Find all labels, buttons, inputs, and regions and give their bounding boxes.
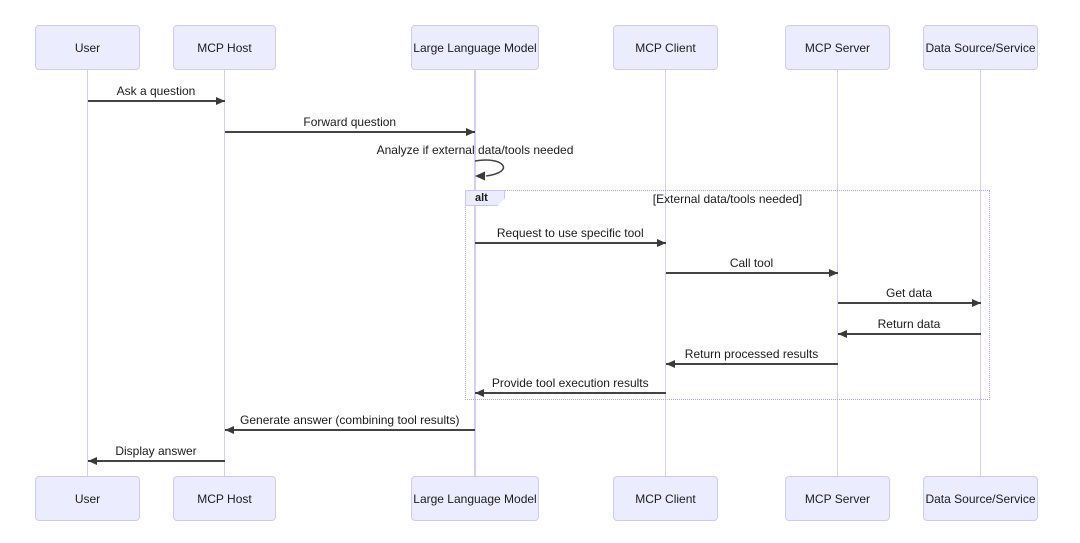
message-get-data: Get data [837,286,981,308]
lifeline-large-language-model [474,70,476,476]
arrow-line [475,242,666,244]
message-label: Request to use specific tool [496,226,644,240]
message-label: Ask a question [116,84,196,98]
arrowhead-right-icon [656,238,666,247]
arrow-line [837,333,981,335]
lifeline-mcp-server [836,70,839,476]
message-call-tool: Call tool [665,256,838,278]
arrow-line [224,131,475,133]
participant-large-language-model-bottom: Large Language Model [411,476,539,521]
arrowhead-left-icon [837,329,847,338]
participant-large-language-model-top: Large Language Model [411,25,539,70]
message-label: Return data [877,317,941,331]
arrowhead-left-icon [224,425,234,434]
participant-data-source-service-bottom: Data Source/Service [923,476,1038,521]
message-label: Provide tool execution results [491,376,649,390]
arrow-line [87,100,225,102]
arrowhead-left-icon [665,359,675,368]
message-ask-a-question: Ask a question [87,84,225,106]
alt-frame-condition: [External data/tools needed] [652,192,803,206]
message-label: Forward question [303,115,397,129]
participant-mcp-client-top: MCP Client [613,25,718,70]
self-loop-arrow-icon [474,159,505,181]
arrowhead-right-icon [215,96,225,105]
participant-mcp-host-bottom: MCP Host [173,476,276,521]
arrow-line [224,429,475,431]
alt-frame-label: alt [465,190,505,206]
arrow-line [475,392,666,394]
arrowhead-right-icon [466,127,475,136]
participant-user-bottom: User [35,476,140,521]
message-analyze-self-label: Analyze if external data/tools needed [376,143,574,157]
alt-frame: alt [External data/tools needed] [465,190,990,400]
message-label: Generate answer (combining tool results) [240,413,460,427]
message-provide-tool-execution-results: Provide tool execution results [475,376,666,398]
participant-mcp-client-bottom: MCP Client [613,476,718,521]
message-label: Display answer [115,444,197,458]
participant-mcp-host-top: MCP Host [173,25,276,70]
message-label: Call tool [729,256,774,270]
message-generate-answer: Generate answer (combining tool results) [224,413,475,435]
arrowhead-right-icon [971,298,981,307]
arrow-line [665,363,838,365]
arrowhead-left-icon [87,456,97,465]
arrowhead-right-icon [828,268,838,277]
arrowhead-left-icon [475,388,484,397]
alt-frame-label-text: alt [475,192,488,204]
lifeline-data-source-service [979,70,982,476]
message-forward-question: Forward question [224,115,475,137]
message-label: Get data [885,286,933,300]
message-label: Return processed results [684,347,819,361]
message-display-answer: Display answer [87,444,225,466]
lifeline-mcp-host [223,70,226,476]
message-return-data: Return data [837,317,981,339]
participant-mcp-server-top: MCP Server [785,25,890,70]
message-request-to-use-specific-tool: Request to use specific tool [475,226,666,248]
arrow-line [665,272,838,274]
arrow-line [837,302,981,304]
participant-user-top: User [35,25,140,70]
participant-data-source-service-top: Data Source/Service [923,25,1038,70]
participant-mcp-server-bottom: MCP Server [785,476,890,521]
arrow-line [87,460,225,462]
message-return-processed-results: Return processed results [665,347,838,369]
lifeline-user [86,70,89,476]
